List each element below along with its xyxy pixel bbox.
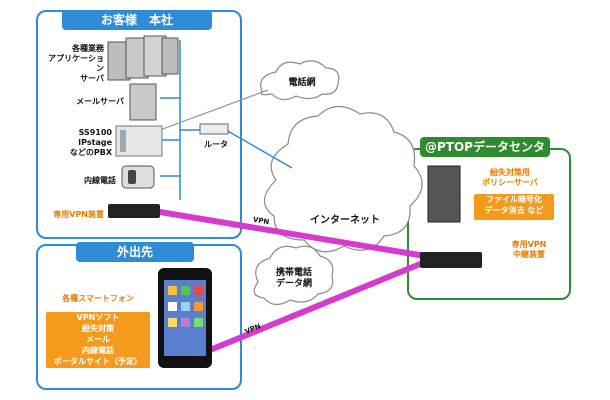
router-icon [199,123,229,135]
customer-hq-title: お客様 本社 [62,10,212,30]
lan-lines [160,40,293,200]
pbx-icon [115,125,163,157]
mobile-net-cloud [253,245,334,306]
mail-server-icon [129,83,157,121]
router-label: ルータ [204,140,228,149]
smartphone-features: VPNソフト 紛失対策 メール 内線電話 ポータルサイト（予定） [46,312,150,368]
hq-vpn-device-label: 専用VPN装置 [53,210,104,219]
internet-cloud [263,105,423,253]
hq-vpn-device-icon [108,204,160,218]
vpn-link-mobile [207,259,428,353]
policy-server-icon [427,165,461,223]
phone-label: 内線電話 [84,176,116,185]
pbx-label: SS9100 IPstage などのPBX [69,128,112,157]
vpn-relay-icon [420,252,482,268]
policy-server-label: 紛失対策用 ポリシーサーバ [482,168,538,187]
app-servers-label: 各種業務 アプリケーション サーバ [48,44,104,83]
app-servers-icon [107,35,179,81]
outside-title: 外出先 [76,242,194,262]
mobile-net-label: 携帯電話 データ網 [275,268,312,289]
phone-net-label: 電話網 [288,78,316,88]
pbx-to-phone-net [159,89,269,131]
internet-label: インターネット [310,215,380,226]
smartphone-icon [158,268,212,368]
vpn-relay-label: 専用VPN 中継装置 [511,240,547,259]
phone-icon [121,165,155,189]
datacenter-title: @PTOPデータセンタ [420,137,550,157]
vpn-link-hq [157,209,428,259]
phone-net-cloud [260,60,340,101]
smartphone-label: 各種スマートフォン [62,294,134,303]
datacenter-features: ファイル暗号化 データ消去 など [474,194,554,220]
mail-server-label: メールサーバ [76,97,124,106]
